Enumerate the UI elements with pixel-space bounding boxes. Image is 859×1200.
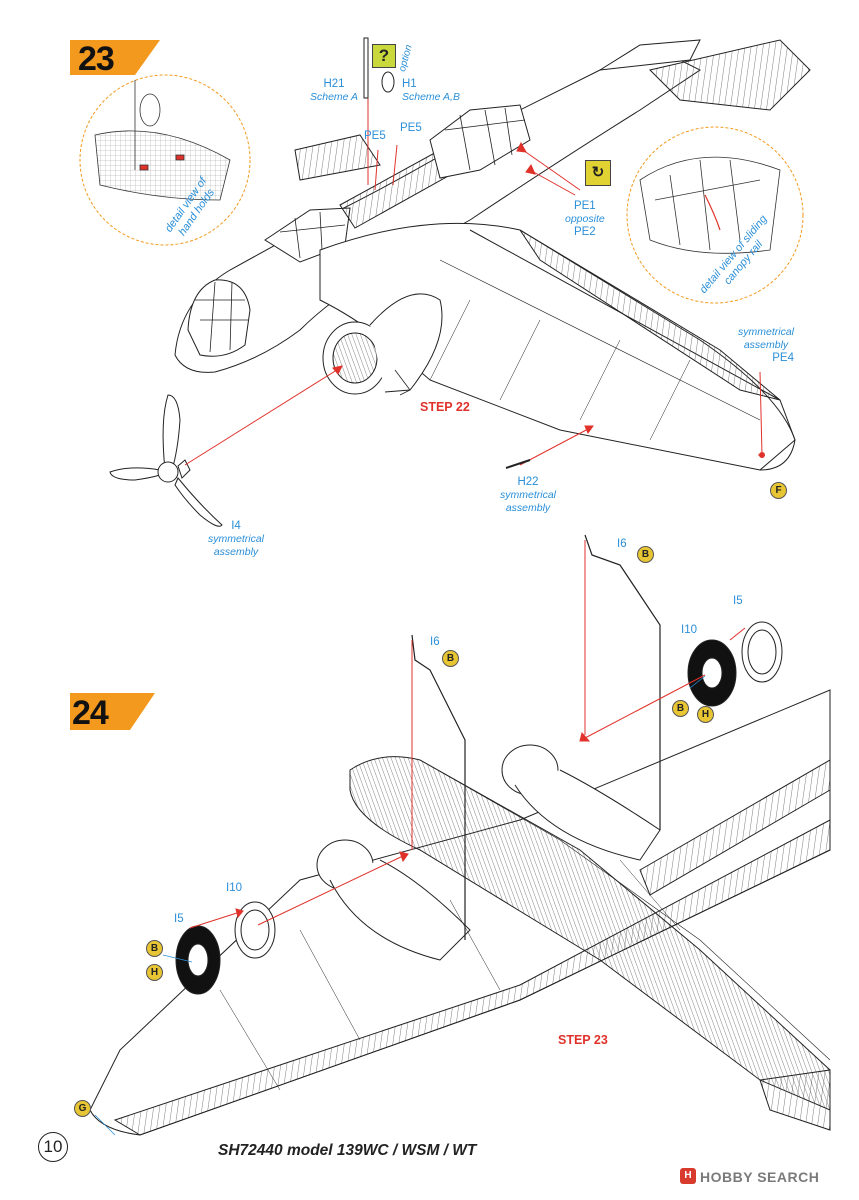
callout-pe1-part: PE1 bbox=[573, 200, 596, 212]
callout-pe2-part: PE2 bbox=[573, 226, 596, 238]
paint-code-b-i6-left: B bbox=[442, 650, 459, 667]
callout-h22-part: H22 bbox=[517, 476, 539, 488]
step-reference-22: STEP 22 bbox=[420, 400, 470, 414]
callout-i4-note2: assembly bbox=[213, 546, 259, 558]
callout-pe5-left: PE5 bbox=[364, 130, 386, 142]
detail-circle-canopy-rail bbox=[626, 126, 804, 304]
callout-pe5-right: PE5 bbox=[400, 122, 422, 134]
part-h22 bbox=[505, 459, 531, 469]
callout-i4: I4 symmetrical assembly bbox=[208, 520, 264, 559]
callout-i6-left: I6 bbox=[430, 636, 440, 648]
callout-pe1-note: opposite bbox=[565, 213, 605, 225]
paint-code-h-wheel-left: H bbox=[146, 964, 163, 981]
callout-i10-right: I10 bbox=[681, 624, 697, 636]
wheel-left bbox=[175, 901, 276, 995]
callout-pe4: symmetrical assembly PE4 bbox=[738, 326, 794, 365]
watermark-logo-icon: H bbox=[680, 1168, 696, 1184]
step24-arrows bbox=[189, 454, 762, 929]
callout-i5-left: I5 bbox=[174, 913, 184, 925]
flip-over-icon: ↻ bbox=[585, 160, 611, 186]
paint-code-g: G bbox=[74, 1100, 91, 1117]
step23-aircraft bbox=[174, 39, 811, 471]
callout-pe1: PE1 opposite PE2 bbox=[565, 200, 605, 239]
callout-i10-left: I10 bbox=[226, 882, 242, 894]
callout-h1: H1 Scheme A,B bbox=[402, 78, 460, 104]
step23-arrows bbox=[184, 95, 763, 466]
callout-h1-part: H1 bbox=[402, 78, 417, 90]
callout-pe4-note2: assembly bbox=[743, 339, 789, 351]
callout-i4-part: I4 bbox=[231, 520, 241, 532]
wheel-right bbox=[687, 621, 783, 707]
watermark-text: HOBBY SEARCH bbox=[700, 1169, 820, 1185]
footer-model-title: SH72440 model 139WC / WSM / WT bbox=[218, 1142, 477, 1159]
callout-h21-note: Scheme A bbox=[310, 91, 359, 103]
callout-pe4-part: PE4 bbox=[772, 352, 795, 364]
paint-code-b-wheel-right: B bbox=[672, 700, 689, 717]
callout-h1-note: Scheme A,B bbox=[402, 91, 460, 103]
gear-strut-i6-right bbox=[584, 534, 661, 830]
question-icon: ? bbox=[372, 44, 396, 68]
paint-code-b-i6-right: B bbox=[637, 546, 654, 563]
paint-code-f: F bbox=[770, 482, 787, 499]
gear-strut-i6-left bbox=[411, 634, 466, 940]
step-number-24: 24 bbox=[72, 694, 109, 732]
callout-i5-right: I5 bbox=[733, 595, 743, 607]
callout-i6-right: I6 bbox=[617, 538, 627, 550]
callout-i4-note1: symmetrical bbox=[208, 533, 265, 545]
paint-code-b-wheel-left: B bbox=[146, 940, 163, 957]
step-reference-23: STEP 23 bbox=[558, 1033, 608, 1047]
step24-aircraft bbox=[89, 689, 831, 1136]
part-h1-ring bbox=[381, 71, 395, 93]
propeller-i4 bbox=[109, 394, 223, 527]
callout-h22-note1: symmetrical bbox=[500, 489, 557, 501]
callout-h22-note2: assembly bbox=[505, 502, 551, 514]
callout-h21-part: H21 bbox=[323, 78, 345, 90]
page-number: 10 bbox=[38, 1132, 68, 1162]
callout-h21: H21 Scheme A bbox=[310, 78, 358, 104]
paint-code-h-wheel-right: H bbox=[697, 706, 714, 723]
step-number-23: 23 bbox=[78, 40, 115, 78]
part-h21-rod bbox=[363, 37, 369, 99]
callout-h22: H22 symmetrical assembly bbox=[500, 476, 556, 515]
callout-pe4-note1: symmetrical bbox=[738, 326, 795, 338]
